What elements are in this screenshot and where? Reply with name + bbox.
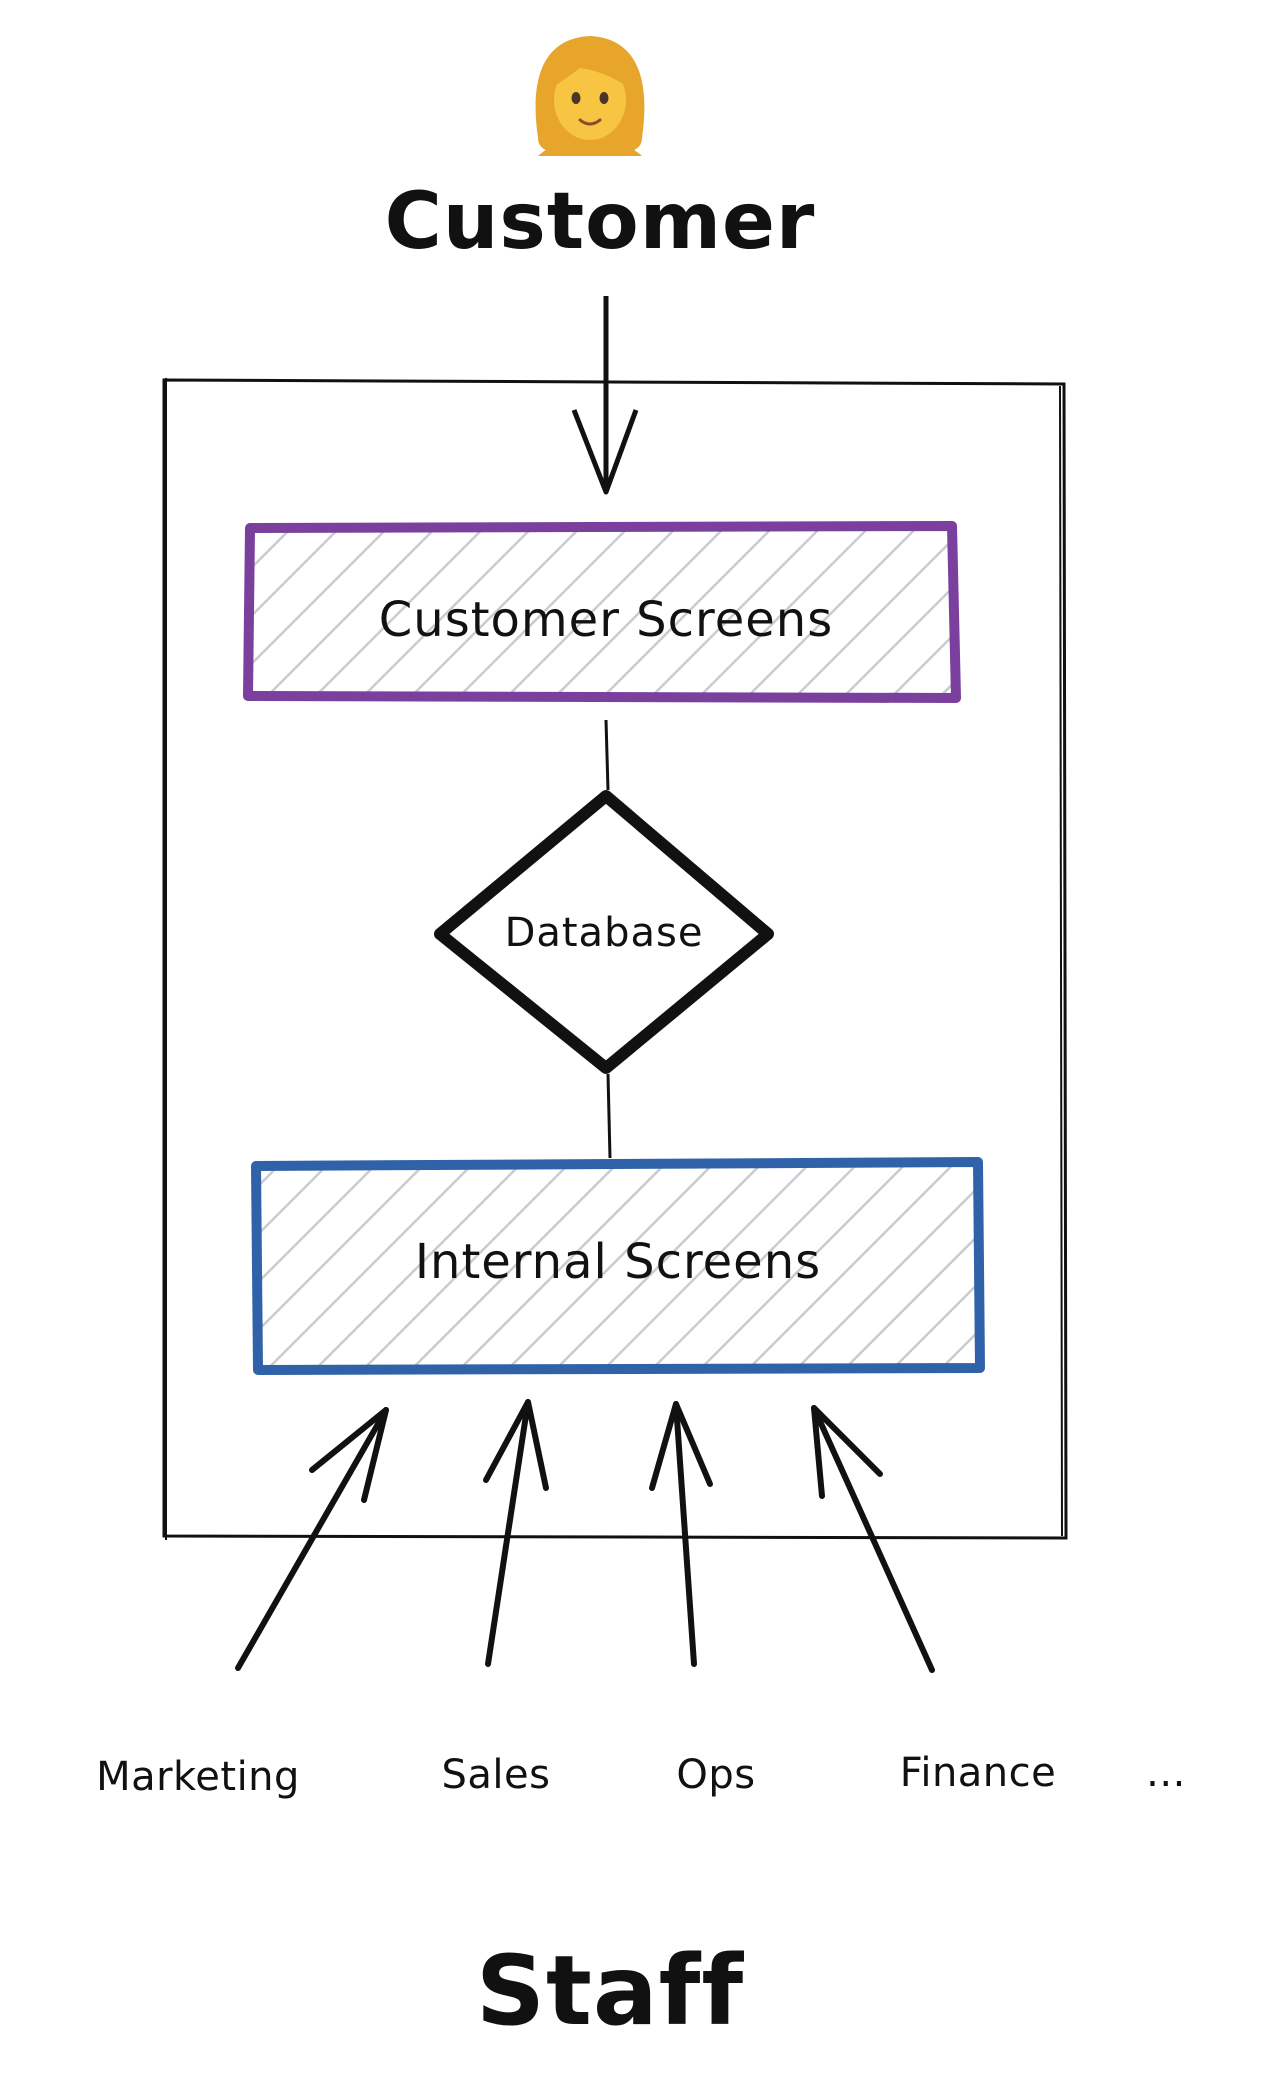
staff-arrows bbox=[235, 1399, 935, 1673]
ops-arrow bbox=[649, 1401, 713, 1667]
customer-screens-label: Customer Screens bbox=[379, 592, 833, 648]
finance-arrow bbox=[811, 1405, 935, 1673]
woman-emoji-icon bbox=[535, 36, 645, 156]
dept-label-finance: Finance bbox=[900, 1750, 1057, 1796]
dept-label-ops: Ops bbox=[676, 1752, 755, 1798]
customer-screens-box: Customer Screens bbox=[243, 521, 961, 703]
database-label: Database bbox=[505, 910, 704, 956]
dept-label-marketing: Marketing bbox=[96, 1754, 300, 1800]
system-boundary bbox=[162, 378, 1068, 1540]
sales-arrow bbox=[483, 1399, 549, 1667]
internal-screens-box: Internal Screens bbox=[251, 1157, 985, 1375]
database-node: Database bbox=[434, 790, 774, 1074]
customer-to-screens-arrow bbox=[571, 296, 639, 495]
department-labels: Marketing Sales Ops Finance ... bbox=[96, 1750, 1186, 1800]
customer-label: Customer bbox=[385, 177, 816, 267]
screens-database-connector bbox=[604, 719, 610, 791]
staff-label: Staff bbox=[476, 1935, 745, 2047]
dept-label-sales: Sales bbox=[442, 1752, 551, 1798]
marketing-arrow bbox=[235, 1407, 389, 1671]
dept-label-more: ... bbox=[1146, 1750, 1186, 1796]
database-internal-connector bbox=[606, 1073, 612, 1159]
internal-screens-label: Internal Screens bbox=[415, 1234, 821, 1290]
